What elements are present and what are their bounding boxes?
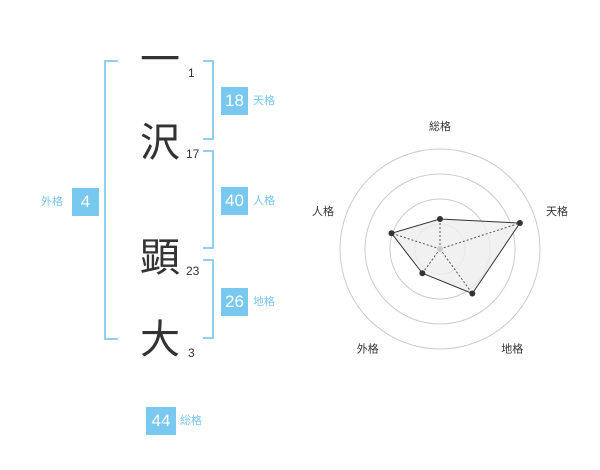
radar-spoke <box>391 232 441 250</box>
radar-data-point <box>437 216 443 222</box>
gaikaku-bracket <box>104 60 118 340</box>
radar-data-point <box>516 220 523 227</box>
radar-center-dot <box>437 246 443 252</box>
tenkaku-bracket <box>203 60 214 140</box>
radar-data-point <box>469 290 476 297</box>
soukaku-label: 総格 <box>180 415 202 427</box>
radar-grid-ring <box>364 173 516 325</box>
radar-grid-ring <box>339 148 541 350</box>
radar-spoke <box>421 248 441 274</box>
name-char-3: 顕 <box>140 235 180 281</box>
gaikaku-value: 4 <box>72 188 99 216</box>
radar-axis-label: 外格 <box>357 342 379 356</box>
radar-data-point <box>419 270 426 277</box>
radar-axis-label: 人格 <box>312 204 334 218</box>
name-char-1: 一 <box>140 37 180 83</box>
radar-axis-label: 地格 <box>501 342 523 356</box>
radar-spoke <box>439 248 473 294</box>
name-char-2: 沢 <box>140 120 180 166</box>
jinkaku-label: 人格 <box>253 195 275 207</box>
jinkaku-bracket <box>203 150 214 249</box>
radar-data-polygon <box>390 218 521 295</box>
chikaku-value: 26 <box>221 288 248 316</box>
name-char-4: 大 <box>140 317 180 363</box>
stroke-count-3: 23 <box>186 264 200 278</box>
jinkaku-value: 40 <box>221 187 248 215</box>
radar-spoke <box>439 222 521 250</box>
radar-data-point <box>388 230 395 237</box>
radar-axis-label: 天格 <box>546 204 568 218</box>
tenkaku-label: 天格 <box>253 95 275 107</box>
stroke-count-2: 17 <box>186 147 200 161</box>
tenkaku-value: 18 <box>221 87 248 115</box>
chikaku-bracket <box>203 259 214 339</box>
chikaku-label: 地格 <box>253 296 275 308</box>
stroke-count-4: 3 <box>188 346 195 360</box>
stroke-count-1: 1 <box>188 66 195 80</box>
gaikaku-label: 外格 <box>41 196 63 208</box>
soukaku-value: 44 <box>146 407 176 435</box>
radar-axis-label: 総格 <box>429 119 451 133</box>
